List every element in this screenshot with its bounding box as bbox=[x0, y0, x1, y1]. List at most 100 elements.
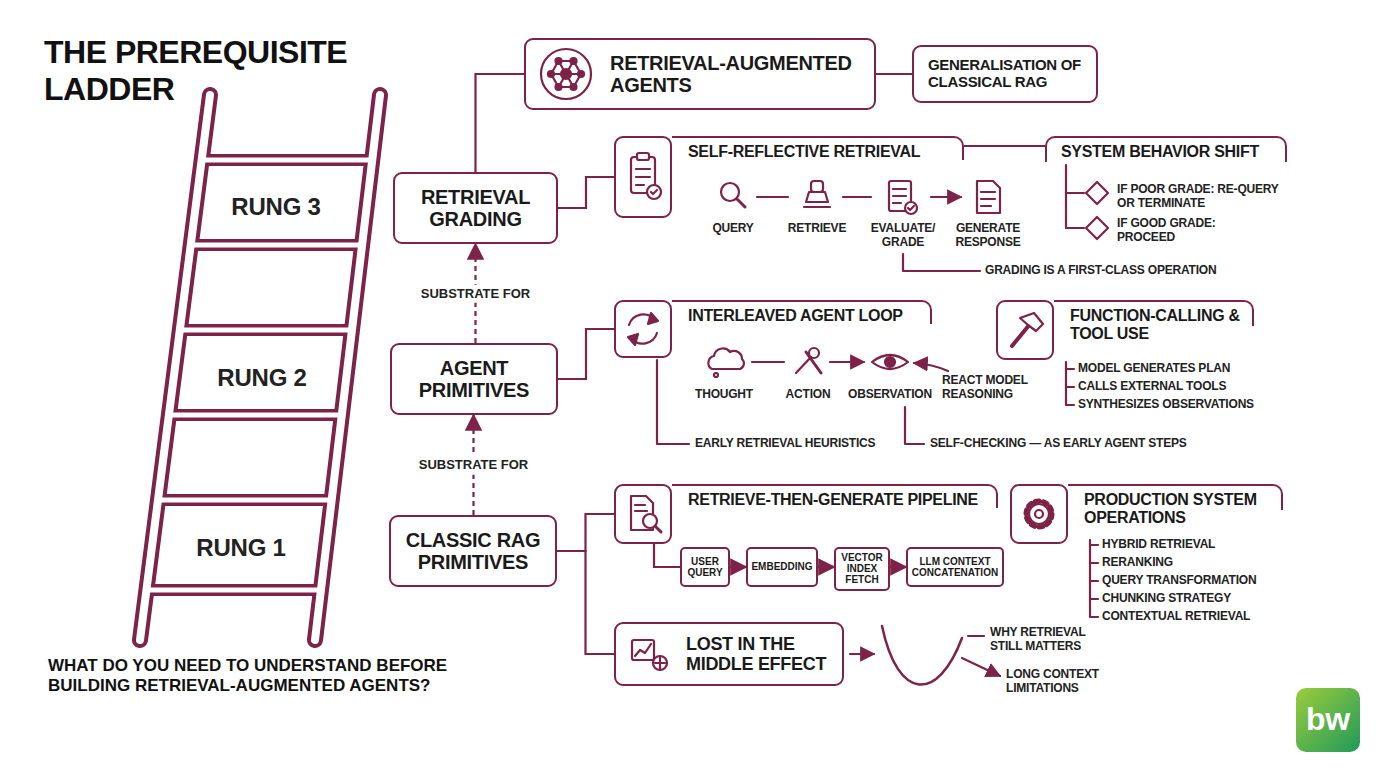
icon bbox=[635, 644, 651, 656]
icon-frame bbox=[614, 300, 672, 358]
step-label-anchor: RETRIEVE bbox=[782, 222, 852, 236]
icon bbox=[905, 202, 917, 214]
logo-badge bbox=[1296, 688, 1360, 752]
list-item: HYBRID RETRIEVAL bbox=[1102, 538, 1215, 552]
ladder-illustration bbox=[180, 328, 352, 333]
pipeline-step: USER QUERY bbox=[680, 547, 730, 587]
ladder-illustration bbox=[202, 154, 372, 166]
icon bbox=[737, 199, 745, 207]
edge-label: SUBSTRATE FOR bbox=[417, 284, 535, 303]
icon bbox=[1090, 540, 1098, 617]
list-item-anchor: MODEL GENERATES PLAN bbox=[1078, 362, 1230, 376]
connector bbox=[964, 145, 1045, 147]
note-label-anchor: LONG CONTEXT LIMITATIONS bbox=[1006, 668, 1126, 696]
rung-label: RUNG 1 bbox=[181, 534, 301, 562]
list-item: QUERY TRANSFORMATION bbox=[1102, 574, 1256, 588]
step-label-anchor: QUERY bbox=[703, 222, 763, 236]
rung-label: RUNG 2 bbox=[202, 364, 322, 392]
ladder-illustration bbox=[169, 409, 342, 421]
icon bbox=[811, 181, 823, 192]
box-label: AGENT PRIMITIVES bbox=[402, 357, 546, 402]
icon bbox=[551, 61, 581, 87]
ladder-illustration bbox=[146, 588, 321, 593]
icon bbox=[796, 357, 811, 373]
branch-label: IF GOOD GRADE: PROCEED bbox=[1117, 217, 1225, 245]
list-item-anchor: CHUNKING STRATEGY bbox=[1102, 592, 1231, 606]
ladder-illustration bbox=[140, 95, 380, 640]
ladder-illustration bbox=[180, 324, 352, 336]
icon bbox=[637, 153, 649, 160]
icon bbox=[893, 189, 906, 203]
ladder-illustration bbox=[315, 95, 380, 640]
icon bbox=[714, 373, 718, 377]
note-label-anchor: SELF-CHECKING — AS EARLY AGENT STEPS bbox=[930, 437, 1187, 451]
note-label: GRADING IS A FIRST-CLASS OPERATION bbox=[985, 264, 1216, 278]
list-item: CALLS EXTERNAL TOOLS bbox=[1078, 380, 1226, 394]
icon bbox=[636, 169, 650, 185]
panel-heading: SYSTEM BEHAVIOR SHIFT bbox=[1061, 136, 1273, 161]
connector bbox=[557, 551, 614, 654]
ladder-illustration bbox=[140, 95, 380, 640]
concept-panel: PRODUCTION SYSTEM OPERATIONS bbox=[1010, 484, 1283, 544]
rung-label: RUNG 3 bbox=[216, 193, 336, 221]
ladder-illustration bbox=[169, 413, 342, 418]
icon bbox=[806, 352, 821, 373]
list-item: RERANKING bbox=[1102, 556, 1173, 570]
list-item: CONTEXTUAL RETRIEVAL bbox=[1102, 610, 1250, 624]
icon bbox=[882, 626, 962, 685]
step-label: GENERATE RESPONSE bbox=[948, 222, 1028, 250]
pipeline-step: LLM CONTEXT CONCATENATION bbox=[906, 547, 1004, 587]
icon bbox=[551, 61, 581, 87]
concept-panel: SELF-REFLECTIVE RETRIEVAL bbox=[614, 136, 964, 218]
note-label: SELF-CHECKING — AS EARLY AGENT STEPS bbox=[930, 437, 1187, 451]
icon bbox=[628, 334, 638, 345]
list-item-anchor: CONTEXTUAL RETRIEVAL bbox=[1102, 610, 1250, 624]
icon bbox=[903, 254, 980, 271]
concept-panel: SYSTEM BEHAVIOR SHIFT bbox=[1045, 136, 1287, 162]
ladder-illustration bbox=[191, 243, 362, 248]
ladder-illustration bbox=[146, 160, 372, 590]
ladder-illustration bbox=[202, 158, 372, 163]
list-item-anchor: HYBRID RETRIEVAL bbox=[1102, 538, 1215, 552]
icon-frame bbox=[1010, 484, 1068, 544]
edge-label-anchor: SUBSTRATE FOR bbox=[415, 456, 533, 475]
list-item: CHUNKING STRATEGY bbox=[1102, 592, 1231, 606]
title: THE PREREQUISITE LADDER bbox=[44, 34, 394, 108]
note-label-anchor: WHY RETRIEVAL STILL MATTERS bbox=[990, 626, 1115, 654]
connector bbox=[558, 177, 614, 208]
icon bbox=[806, 192, 828, 202]
rung-label-anchor: RUNG 2 bbox=[202, 364, 322, 392]
box-label: RETRIEVAL GRADING bbox=[405, 186, 546, 231]
icon bbox=[548, 71, 554, 77]
list-item-anchor: CALLS EXTERNAL TOOLS bbox=[1078, 380, 1226, 394]
ladder-illustration bbox=[191, 239, 362, 251]
connector bbox=[818, 566, 834, 568]
icon bbox=[885, 357, 895, 367]
icon bbox=[541, 49, 591, 99]
panel-heading: RETRIEVE-THEN-GENERATE PIPELINE bbox=[688, 484, 984, 509]
box-label: EMBEDDING bbox=[751, 561, 813, 572]
panel-heading: INTERLEAVED AGENT LOOP bbox=[688, 300, 918, 325]
pipeline-step: EMBEDDING bbox=[746, 547, 818, 587]
icon bbox=[1012, 324, 1030, 346]
icon bbox=[914, 363, 948, 371]
concept-box: LOST IN THE MIDDLE EFFECT bbox=[614, 622, 844, 686]
panel-heading: SELF-REFLECTIVE RETRIEVAL bbox=[688, 136, 950, 161]
panel-heading: PRODUCTION SYSTEM OPERATIONS bbox=[1084, 484, 1269, 527]
note-label: LONG CONTEXT LIMITATIONS bbox=[1006, 668, 1126, 696]
connector bbox=[890, 566, 906, 568]
icon bbox=[653, 656, 667, 670]
caption: WHAT DO YOU NEED TO UNDERSTAND BEFORE BU… bbox=[48, 656, 478, 697]
ladder-illustration bbox=[146, 584, 321, 596]
icon bbox=[1086, 217, 1108, 239]
icon bbox=[977, 181, 1000, 213]
icon bbox=[651, 190, 657, 194]
step-label: OBSERVATION bbox=[845, 388, 935, 402]
icon bbox=[1066, 165, 1084, 228]
note-label: REACT MODEL REASONING bbox=[942, 374, 1042, 402]
goal-box: RETRIEVAL-AUGMENTED AGENTS bbox=[524, 38, 876, 110]
step-label: EVALUATE/ GRADE bbox=[865, 222, 941, 250]
connector bbox=[876, 73, 912, 75]
icon bbox=[752, 361, 864, 363]
icon bbox=[556, 84, 562, 90]
